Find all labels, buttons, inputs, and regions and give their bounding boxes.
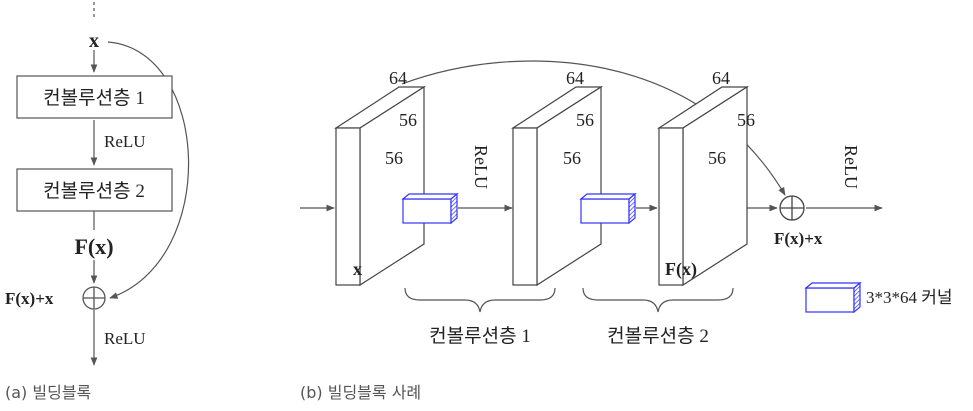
block2-depth-label: 64 [566, 68, 584, 88]
block1-inner-label: x [353, 259, 362, 279]
block3-depth-label: 64 [712, 68, 730, 88]
block1-depth-label: 64 [389, 68, 407, 88]
block3-width-label: 56 [708, 148, 726, 168]
block1-height-label: 56 [399, 110, 417, 130]
block3-height-label: 56 [737, 110, 755, 130]
caption-b: (b) 빌딩블록 사례 [300, 383, 421, 402]
relu-mid-label-b: ReLU [471, 145, 491, 189]
fx-label-a: F(x) [74, 234, 113, 259]
feature-block-3 [656, 85, 750, 287]
kernel-2 [579, 192, 637, 225]
brace1-label: 컨볼루션층 1 [429, 325, 531, 347]
block2-height-label: 56 [576, 110, 594, 130]
block3-inner-label: F(x) [665, 259, 697, 280]
block1-width-label: 56 [385, 148, 403, 168]
feature-block-1 [333, 85, 427, 287]
caption-a: (a) 빌딩블록 [5, 383, 91, 402]
conv1-label: 컨볼루션층 1 [43, 87, 145, 109]
sum-node-a [82, 286, 106, 310]
kernel-1 [401, 192, 459, 225]
brace-conv1 [404, 287, 556, 313]
sum-node-b [779, 195, 805, 221]
block2-width-label: 56 [563, 148, 581, 168]
sum-label-b: F(x)+x [774, 229, 823, 248]
relu-mid-label-a: ReLU [104, 132, 146, 151]
brace-conv2 [582, 287, 734, 313]
panel-a [90, 2, 190, 366]
sum-label-a: F(x)+x [5, 289, 54, 308]
relu-out-label-a: ReLU [104, 329, 146, 348]
conv2-label: 컨볼루션층 2 [43, 180, 145, 202]
input-x-label: x [89, 30, 99, 52]
legend-label: 3*3*64 커널 [866, 288, 953, 307]
brace2-label: 컨볼루션층 2 [607, 325, 709, 347]
feature-block-2 [510, 85, 604, 287]
conv1-box [16, 75, 173, 119]
relu-out-label-b: ReLU [841, 145, 861, 189]
conv2-box [16, 168, 173, 212]
legend-kernel-icon [804, 281, 862, 314]
